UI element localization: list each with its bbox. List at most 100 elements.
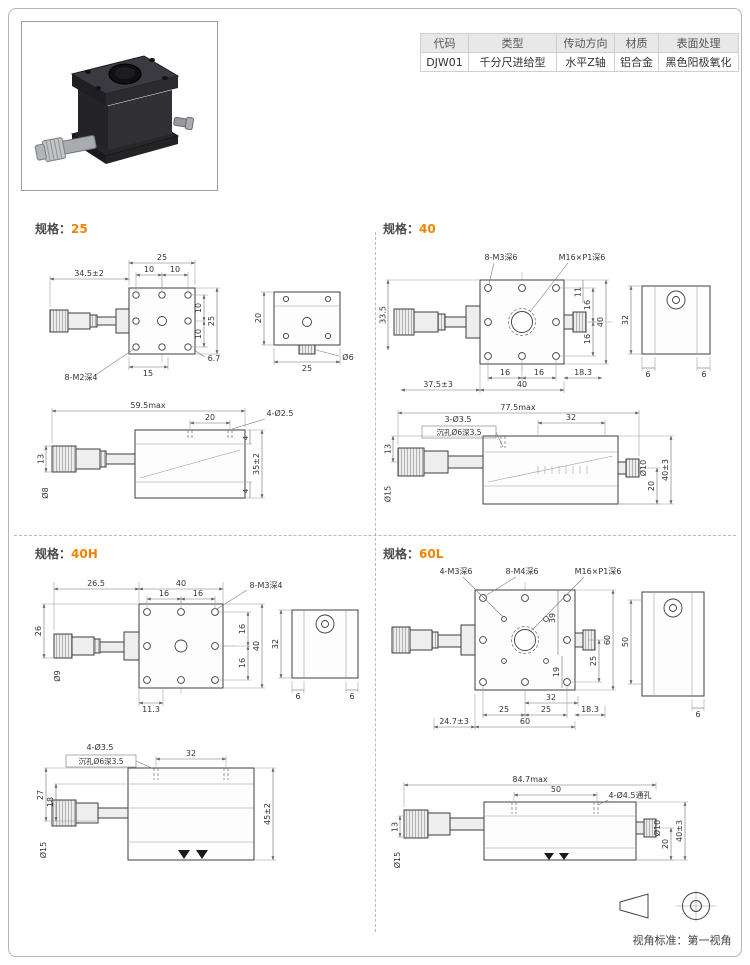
dim-label: 18.3 bbox=[574, 368, 592, 377]
first-angle-cone-icon bbox=[619, 893, 649, 919]
thread-callout: M16×P1深6 bbox=[559, 253, 606, 262]
dim-label: 20 bbox=[661, 839, 670, 849]
dim-label: 16 bbox=[534, 368, 544, 377]
dim-label: Ø8 bbox=[40, 487, 50, 498]
dim-label: 6 bbox=[645, 370, 650, 379]
table-value-row: DJW01 千分尺进给型 水平Z轴 铝合金 黑色阳极氧化 bbox=[420, 52, 739, 72]
plan-view-40h bbox=[53, 596, 234, 696]
dim-label: 6 bbox=[695, 710, 700, 719]
spec-size: 40 bbox=[419, 222, 436, 236]
hole-callout: 4-Ø4.5通孔 bbox=[609, 790, 652, 800]
dim-label: 40 bbox=[176, 579, 186, 588]
dim-label: 32 bbox=[546, 693, 556, 702]
dim-label: 16 bbox=[500, 368, 510, 377]
col-header-type: 类型 bbox=[468, 33, 557, 53]
view-standard-label: 视角标准：第一视角 bbox=[633, 933, 732, 947]
thread-callout: 8-M3深4 bbox=[249, 581, 282, 590]
dim-label: 34.5±2 bbox=[74, 269, 104, 278]
dim-label: 6 bbox=[701, 370, 706, 379]
plan-dimensions-40: 8-M3深6 M16×P1深6 33.5 16 16 11 40 16 16 1… bbox=[379, 253, 609, 393]
dim-label: 25 bbox=[541, 705, 551, 714]
dim-label: 13 bbox=[391, 822, 400, 832]
table-header-row: 代码 类型 传动方向 材质 表面处理 bbox=[420, 33, 739, 53]
dim-label: 60 bbox=[603, 635, 612, 645]
dim-label: 13 bbox=[37, 454, 46, 464]
dim-label: 50 bbox=[551, 785, 561, 794]
dim-label: 84.7max bbox=[512, 775, 548, 784]
dim-label: 40 bbox=[517, 380, 527, 389]
dim-label: 25 bbox=[207, 316, 216, 326]
dim-label: Ø15 bbox=[383, 486, 393, 502]
dim-label: 10 bbox=[170, 265, 180, 274]
side-view-40: 32 6 6 bbox=[621, 285, 711, 379]
product-photo-illustration bbox=[34, 55, 194, 164]
dim-label: 32 bbox=[566, 413, 576, 422]
dim-label: Ø6 bbox=[342, 352, 353, 362]
col-header-finish: 表面处理 bbox=[658, 33, 739, 53]
dim-label: 40±3 bbox=[675, 820, 684, 842]
dim-label: 40±3 bbox=[661, 459, 670, 481]
page-border bbox=[8, 8, 742, 957]
dim-label: Ø15 bbox=[38, 842, 48, 858]
dim-label: 25 bbox=[302, 364, 312, 373]
drawing-40-top-side: 8-M3深6 M16×P1深6 33.5 16 16 11 40 16 16 1… bbox=[379, 253, 711, 393]
dim-label: 39 bbox=[548, 613, 557, 623]
plan-dimensions-25: 34.5±2 25 10 10 10 10 25 15 6.7 8-M2深4 bbox=[49, 253, 220, 382]
dim-label: 6 bbox=[349, 692, 354, 701]
plan-view-60l bbox=[391, 582, 612, 698]
col-header-material: 材质 bbox=[614, 33, 659, 53]
dim-label: 10 bbox=[194, 329, 203, 339]
thread-callout: 4-M3深6 bbox=[439, 567, 472, 576]
dim-label: 10 bbox=[144, 265, 154, 274]
section-header-40h: 规格：40H bbox=[35, 545, 98, 562]
first-angle-circles-icon bbox=[676, 890, 716, 922]
front-dimensions-60l: 84.7max 50 4-Ø4.5通孔 13 Ø15 Ø10 20 40±3 bbox=[391, 775, 688, 868]
plan-view-40 bbox=[393, 272, 612, 372]
dim-label: 26 bbox=[34, 626, 43, 636]
product-type: 千分尺进给型 bbox=[468, 52, 557, 72]
dim-label: 20 bbox=[205, 413, 215, 422]
dim-label: 27 bbox=[36, 790, 45, 800]
view-standard-block: 视角标准：第一视角 bbox=[619, 890, 732, 947]
dim-label: 33.5 bbox=[379, 306, 388, 324]
plan-view-25 bbox=[49, 279, 206, 363]
col-header-drive: 传动方向 bbox=[556, 33, 615, 53]
section-header-40: 规格：40 bbox=[383, 220, 436, 237]
plan-dimensions-40h: 26.5 40 16 16 8-M3深4 26 Ø9 16 16 40 11.3 bbox=[34, 579, 283, 714]
hole-callout: 沉孔Ø6深3.5 bbox=[78, 757, 123, 766]
material: 铝合金 bbox=[614, 52, 659, 72]
thread-callout: 8-M3深6 bbox=[484, 253, 517, 262]
side-view-25: 20 25 Ø6 bbox=[254, 291, 354, 373]
spec-size: 60L bbox=[419, 547, 444, 561]
dim-label: 18 bbox=[46, 797, 55, 807]
front-dimensions-25: 59.5max 20 4-Ø2.5 13 Ø8 35±2 4 4 bbox=[37, 401, 294, 499]
drawing-25-front: 59.5max 20 4-Ø2.5 13 Ø8 35±2 4 4 bbox=[37, 401, 294, 499]
drawing-40h-top-side: 26.5 40 16 16 8-M3深4 26 Ø9 16 16 40 11.3… bbox=[34, 579, 359, 714]
dim-label: 40 bbox=[596, 317, 605, 327]
dim-label: 40 bbox=[252, 641, 261, 651]
spec-size: 25 bbox=[71, 222, 88, 236]
dim-label: 11 bbox=[574, 287, 583, 297]
drawing-60l-front: 84.7max 50 4-Ø4.5通孔 13 Ø15 Ø10 20 40±3 bbox=[391, 775, 688, 868]
dim-label: 11.3 bbox=[142, 705, 160, 714]
dim-label: 18.3 bbox=[581, 705, 599, 714]
section-header-25: 规格：25 bbox=[35, 220, 88, 237]
dim-label: 19 bbox=[552, 667, 561, 677]
front-view-60l bbox=[403, 801, 657, 861]
dim-label: 25 bbox=[499, 705, 509, 714]
dim-label: 15 bbox=[143, 369, 153, 378]
drawing-60l-top-side: 4-M3深6 8-M4深6 M16×P1深6 39 19 25 60 32 25… bbox=[391, 567, 705, 730]
dim-label: 13 bbox=[384, 444, 393, 454]
dim-label: Ø9 bbox=[52, 670, 62, 681]
section-header-60l: 规格：60L bbox=[383, 545, 443, 562]
hole-callout: 3-Ø3.5 bbox=[445, 414, 472, 424]
micrometer-knob bbox=[34, 135, 97, 162]
thread-callout: M16×P1深6 bbox=[575, 567, 622, 576]
front-view-25 bbox=[51, 429, 246, 499]
spec-size: 40H bbox=[71, 547, 98, 561]
product-code: DJW01 bbox=[420, 52, 469, 72]
spec-label: 规格： bbox=[383, 222, 420, 236]
dim-label: 16 bbox=[193, 589, 203, 598]
hole-callout: 4-Ø3.5 bbox=[87, 742, 114, 752]
stage-photo-3d bbox=[34, 55, 194, 164]
